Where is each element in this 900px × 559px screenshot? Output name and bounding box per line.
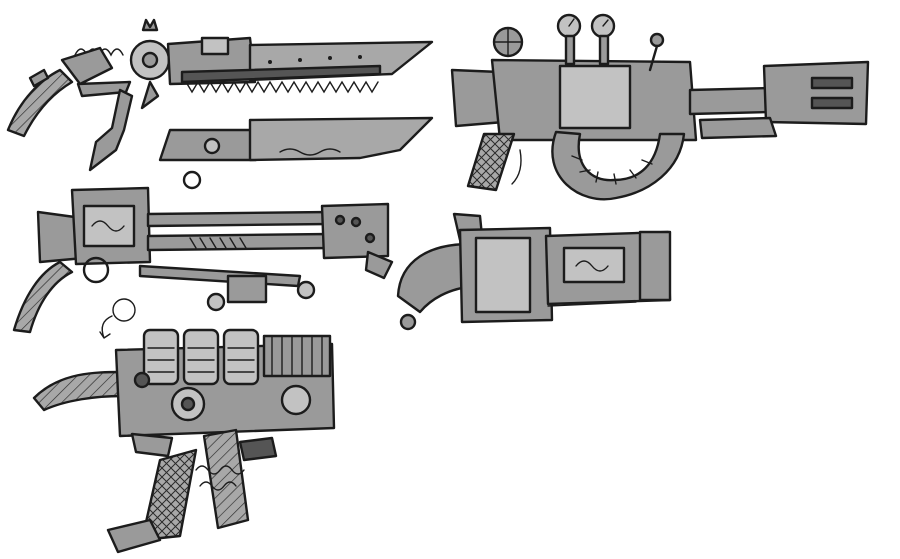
chainsword-with-hose-icon — [6, 18, 434, 172]
steam-canister-gauntlet-icon — [32, 298, 336, 554]
double-barrel-steam-rifle-icon — [12, 186, 394, 334]
machete-blade-icon — [158, 116, 434, 190]
blunderbuss-pistol-icon — [396, 212, 672, 331]
steam-gatling-gun-icon — [450, 13, 870, 201]
